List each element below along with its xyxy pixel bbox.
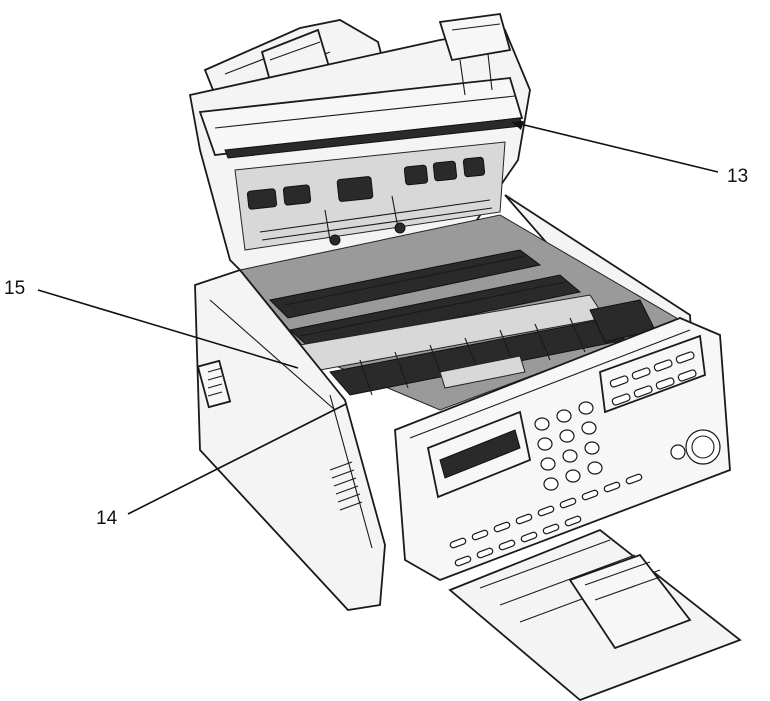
lcd-display	[426, 410, 532, 499]
one-touch-buttons	[599, 334, 706, 414]
open-top-cover	[188, 13, 531, 281]
control-panel	[394, 317, 731, 581]
callout-13: 13	[511, 121, 748, 187]
callout-label-15: 15	[4, 278, 25, 299]
callout-14: 14	[96, 403, 347, 529]
left-side-panel	[194, 268, 386, 611]
start-dial	[670, 429, 721, 465]
callout-label-14: 14	[96, 508, 118, 529]
callout-label-13: 13	[727, 166, 748, 187]
function-buttons	[449, 473, 643, 567]
keypad	[534, 401, 603, 491]
callout-15: 15	[4, 278, 299, 369]
output-tray	[448, 528, 742, 701]
